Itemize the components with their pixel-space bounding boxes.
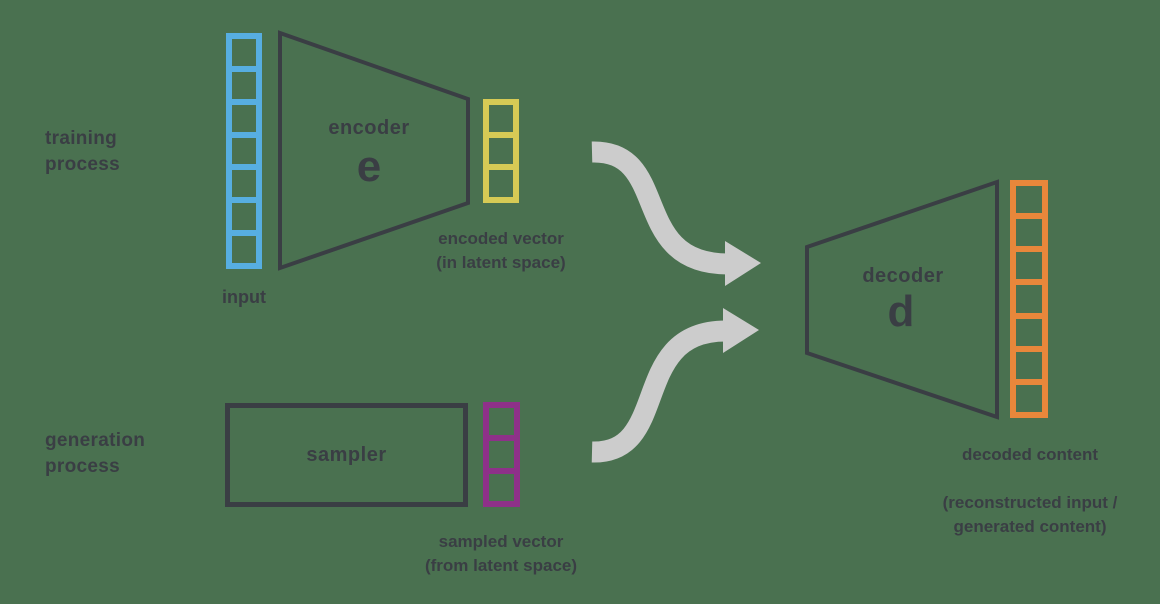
vector-cell <box>1016 285 1042 313</box>
sampler-label: sampler <box>306 443 387 466</box>
sampler-box: sampler <box>225 403 468 507</box>
training-process-label: training process <box>45 126 120 178</box>
vector-cell <box>232 203 256 231</box>
decoded-content-label: decoded content <box>961 445 1099 464</box>
sampled-vector-label: sampled vector (from latent space) <box>425 530 577 578</box>
vector-cell <box>232 137 256 165</box>
vector-cell <box>232 71 256 99</box>
decoder-title: decoder <box>862 265 944 287</box>
encoded-vector-label: encoded vector (in latent space) <box>436 227 565 275</box>
sampled-vector-label-line2: (from latent space) <box>424 556 578 575</box>
vector-cell <box>489 105 513 132</box>
vector-cell <box>1016 252 1042 280</box>
sampled-vector-label-line1: sampled vector <box>438 532 564 551</box>
encoded-vector-label-line2: (in latent space) <box>436 253 566 272</box>
encoded-vector-label-line1: encoded vector <box>438 229 564 248</box>
decoded-content-sublabel: (reconstructed input / generated content… <box>943 491 1118 539</box>
vector-cell <box>489 474 514 501</box>
vector-cell <box>1016 351 1042 379</box>
training-process-label-line2: process <box>45 154 120 175</box>
sampled-to-decoder-arrow <box>591 308 759 463</box>
vector-cell <box>489 441 514 468</box>
vector-cell <box>489 170 513 198</box>
decoded-content-sublabel-line2: generated content) <box>953 517 1107 536</box>
encoder-title: encoder <box>328 117 410 139</box>
vector-cell <box>232 39 256 66</box>
encoder-symbol: e <box>356 142 382 191</box>
encoded-to-decoder-arrow <box>591 141 761 286</box>
vector-cell <box>1016 186 1042 214</box>
decoded-content-sublabel-line1: (reconstructed input / <box>942 493 1118 512</box>
vector-cell <box>489 408 514 435</box>
vector-cell <box>1016 318 1042 346</box>
training-process-label-line1: training <box>45 128 118 149</box>
vector-cell <box>1016 384 1042 412</box>
input-vector <box>226 33 262 269</box>
decoder-trapezoid <box>805 179 999 420</box>
decoder-symbol: d <box>887 287 915 336</box>
vector-cell <box>232 170 256 198</box>
input-label: input <box>222 287 266 307</box>
generation-process-label-line1: generation <box>45 430 146 451</box>
generation-process-label-line2: process <box>45 456 120 477</box>
vector-cell <box>489 137 513 165</box>
vector-cell <box>1016 219 1042 247</box>
generation-process-label: generation process <box>45 428 145 480</box>
encoded-vector <box>483 99 519 203</box>
encoder-trapezoid <box>278 30 470 271</box>
vector-cell <box>232 236 256 264</box>
vector-cell <box>232 104 256 132</box>
sampled-vector <box>483 402 520 507</box>
decoded-vector <box>1010 180 1048 418</box>
